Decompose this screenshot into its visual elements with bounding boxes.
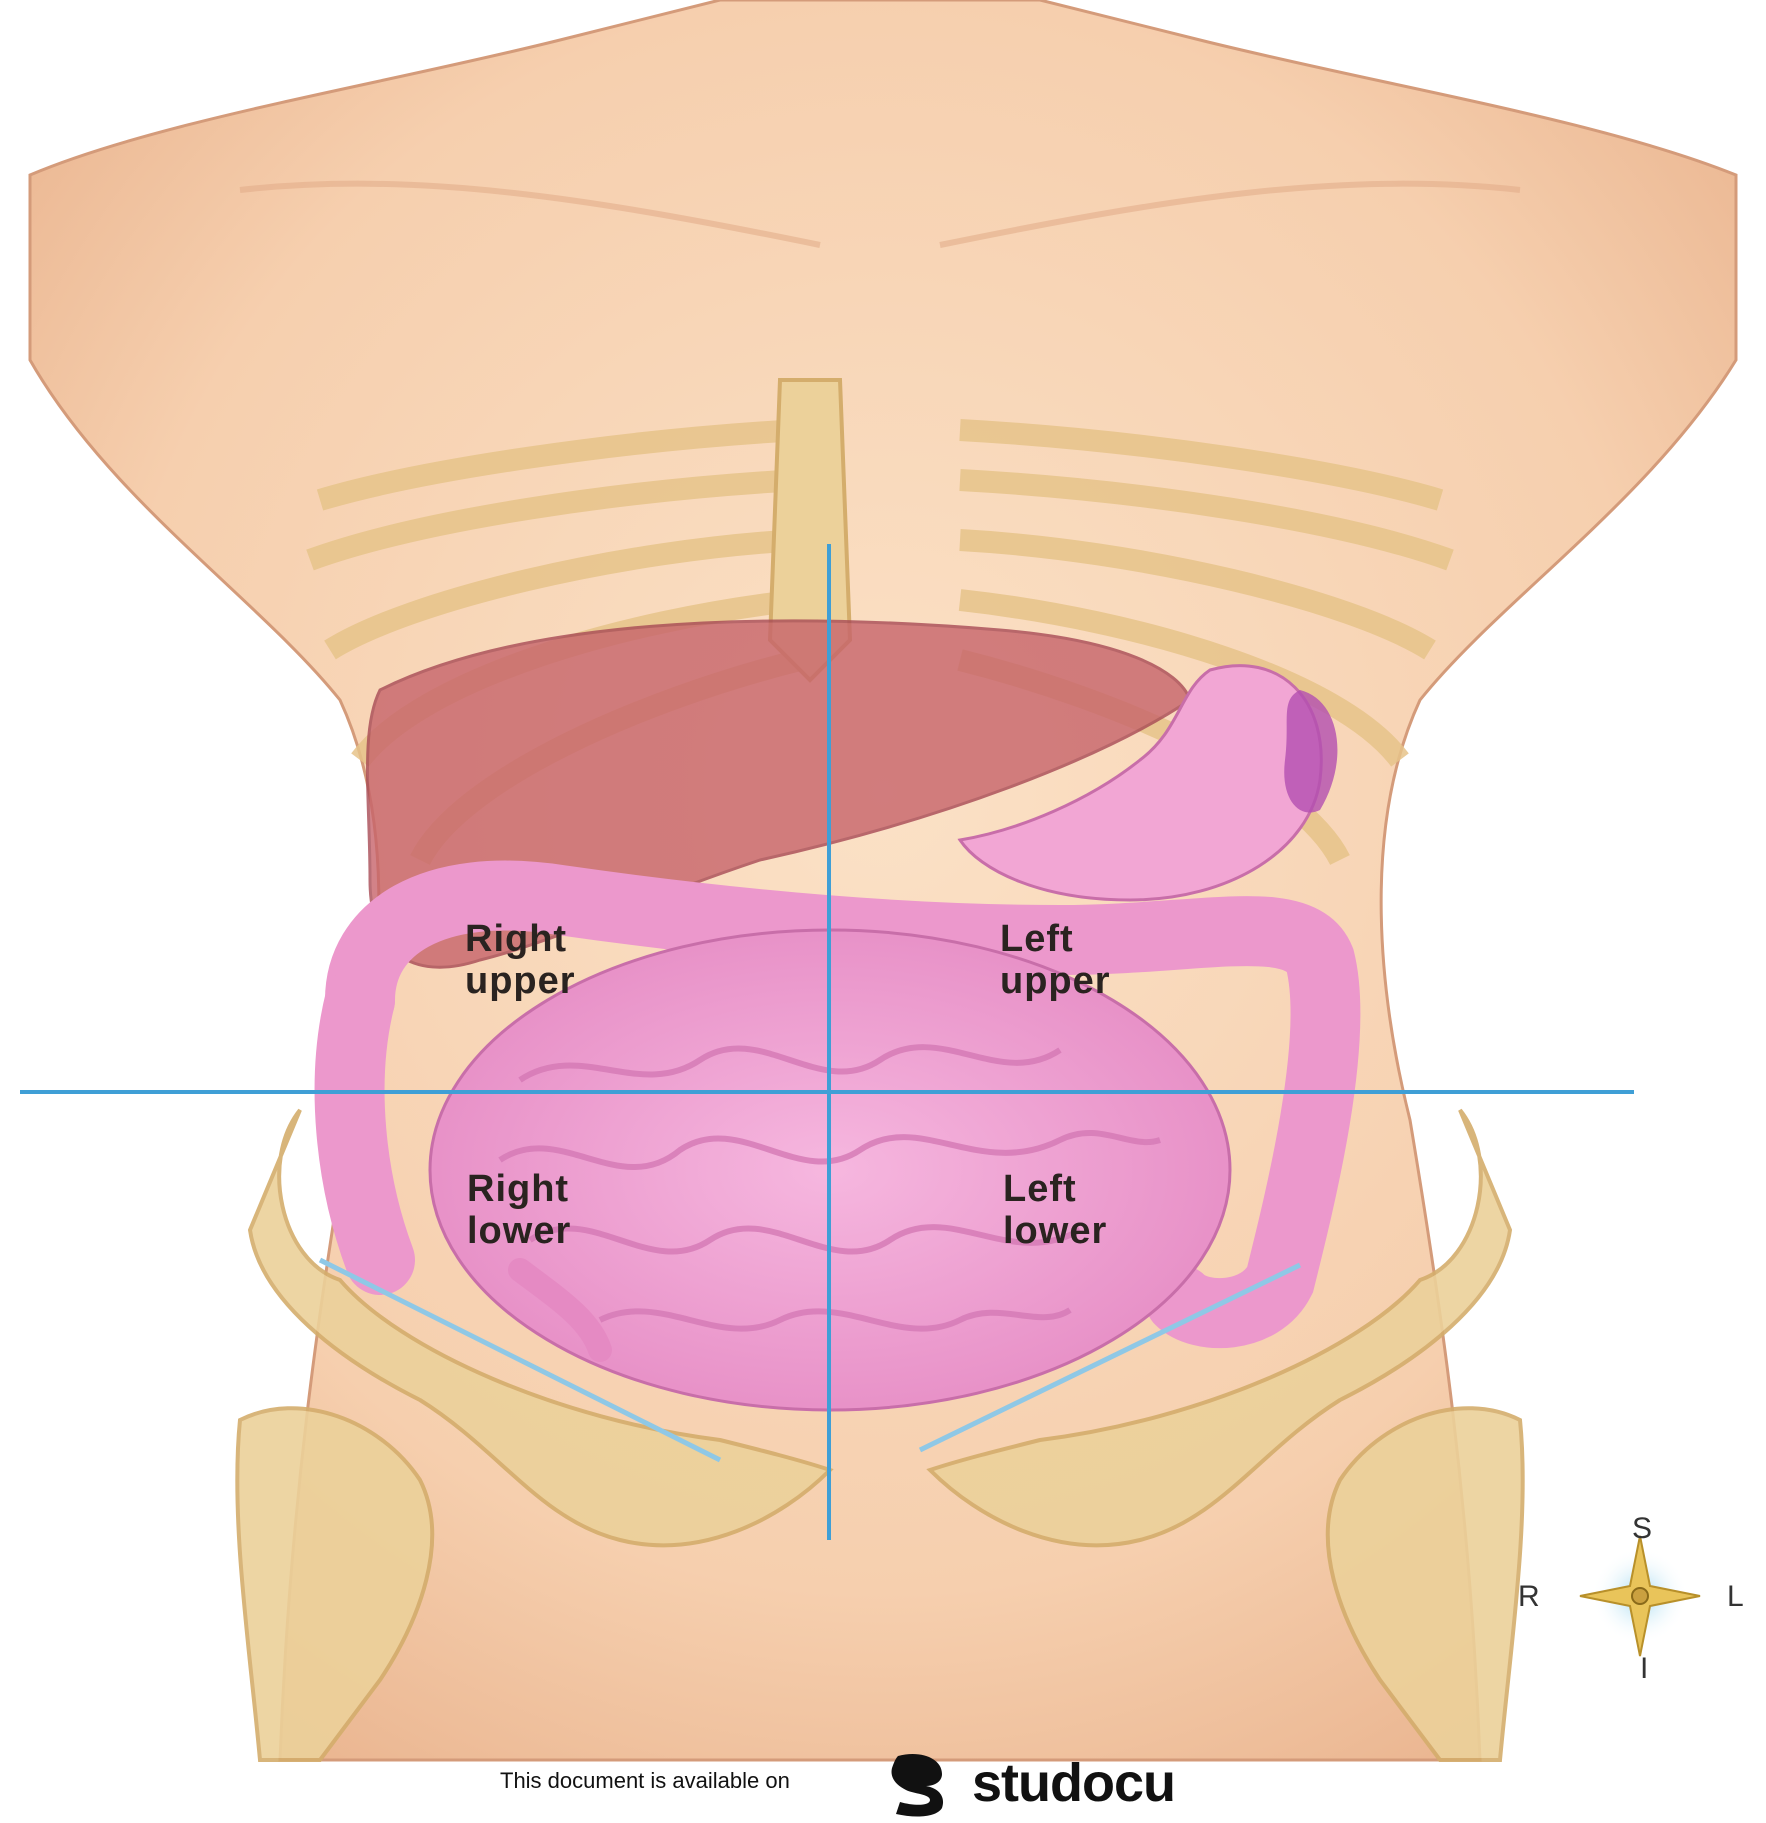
label-left-upper-line2: upper (1000, 960, 1111, 1002)
large-intestine (325, 860, 1361, 1349)
compass-left: L (1727, 1580, 1744, 1613)
compass-superior: S (1632, 1512, 1653, 1545)
collarbone-right (939, 180, 1521, 248)
inguinal-line-right (318, 1257, 722, 1463)
label-left-upper: Left upper (1000, 918, 1111, 1002)
ascending-colon (314, 965, 415, 1295)
pelvis (235, 1108, 1525, 1762)
label-right-lower-line1: Right (467, 1168, 570, 1210)
compass-inferior: I (1640, 1652, 1649, 1685)
label-left-lower: Left lower (1003, 1168, 1107, 1252)
label-left-lower-line1: Left (1003, 1168, 1077, 1210)
label-left-upper-line1: Left (1000, 918, 1074, 960)
label-left-lower-line2: lower (1003, 1210, 1108, 1252)
compass-rose-icon (1579, 1535, 1701, 1657)
inguinal-line-left (918, 1262, 1302, 1453)
label-right-upper-line1: Right (465, 918, 568, 960)
footer-text: This document is available on (500, 1768, 790, 1793)
footer-banner: This document is available on studocu (0, 1752, 1766, 1818)
label-right-lower: Right lower (467, 1168, 571, 1252)
label-right-upper-line2: upper (465, 960, 576, 1002)
studocu-brand-link[interactable]: studocu (972, 1753, 1176, 1813)
compass-right: R (1518, 1580, 1540, 1613)
studocu-logo-icon[interactable] (880, 1752, 960, 1818)
appendix (508, 1258, 612, 1362)
small-intestine-coils (498, 1044, 1161, 1332)
spleen (1284, 690, 1338, 813)
label-right-lower-line2: lower (467, 1210, 572, 1252)
label-right-upper: Right upper (465, 918, 576, 1002)
collarbone-left (239, 180, 821, 248)
